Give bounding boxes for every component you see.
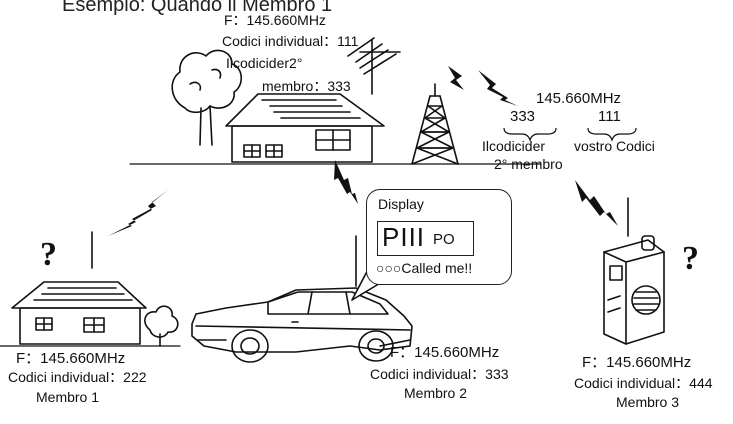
signal-own-code-caption: vostro Codici [574,138,655,154]
member1-frequency: F：145.660MHz [16,347,125,368]
member2-code: Codici individual：333 [370,364,509,384]
lcd-sub-text: PO [433,231,455,248]
lcd-main-text: PIII [382,222,425,253]
display-label: Display [378,196,424,212]
display-message: ○○○Called me!! [376,260,472,276]
signal-called-code-caption: Ilcodicider [482,138,545,154]
member1-code: Codici individual：222 [8,367,147,387]
member2-frequency: F：145.660MHz [390,341,499,362]
member3-question-mark: ? [682,240,699,278]
signal-called-member-caption: 2° membro [494,156,563,172]
member3-code: Codici individual：444 [574,373,713,393]
member1-question-mark: ? [40,236,57,274]
member3-name: Membro 3 [616,394,679,410]
member1-name: Membro 1 [36,389,99,405]
member2-name: Membro 2 [404,385,467,401]
member3-frequency: F：145.660MHz [582,351,691,372]
